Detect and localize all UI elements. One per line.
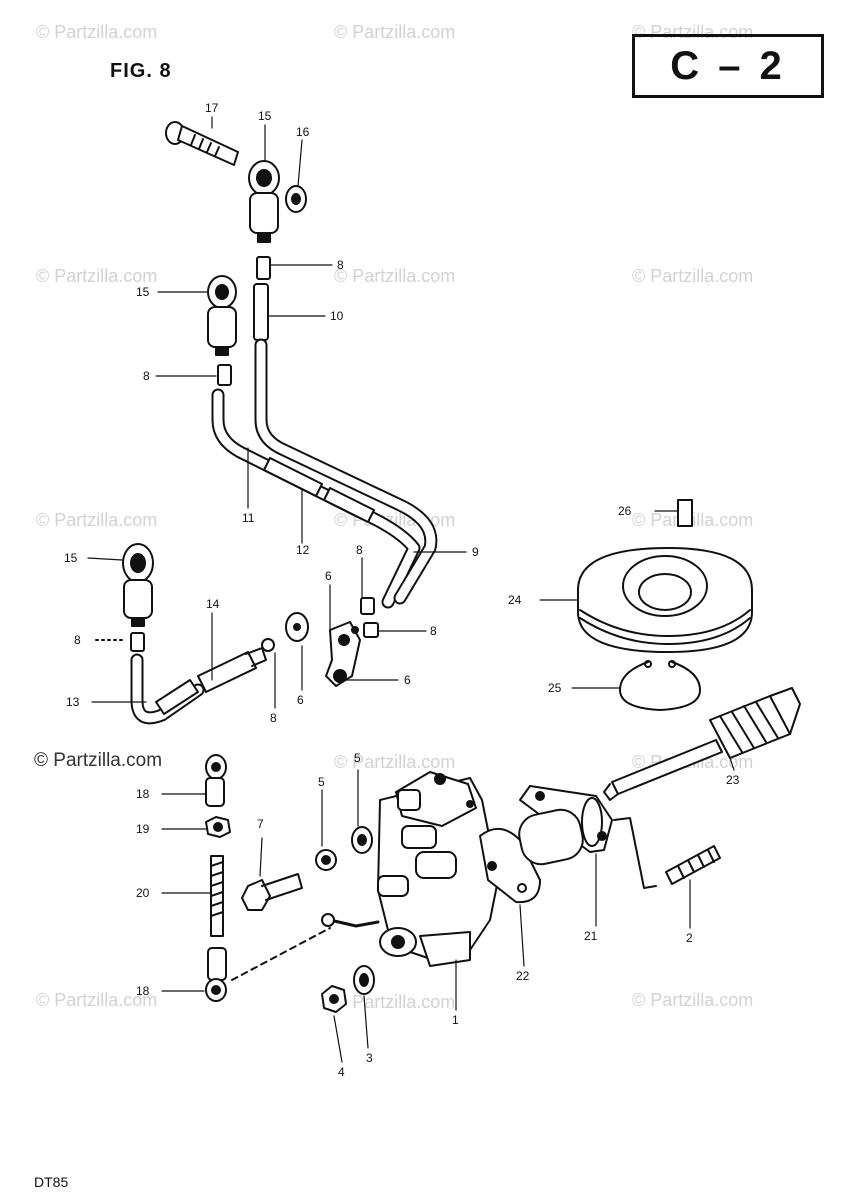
callout-15: 15 (64, 551, 78, 565)
clip-part (256, 256, 271, 280)
callout-13: 13 (66, 695, 80, 709)
callout-26: 26 (618, 504, 632, 518)
callout-18: 18 (136, 787, 150, 801)
clip-part (130, 632, 145, 652)
callout-24: 24 (508, 593, 522, 607)
callout-8: 8 (337, 258, 344, 272)
oil-hose-part (253, 283, 269, 341)
callout-15: 15 (258, 109, 272, 123)
callout-4: 4 (338, 1065, 345, 1079)
callout-20: 20 (136, 886, 150, 900)
washer-part (353, 965, 375, 995)
callout-8: 8 (356, 543, 363, 557)
watermark: © Partzilla.com (632, 266, 754, 286)
callout-8: 8 (430, 624, 437, 638)
link-rod-path (231, 927, 331, 981)
callout-5: 5 (318, 775, 325, 789)
key-part (677, 499, 693, 527)
callout-9: 9 (472, 545, 479, 559)
callout-19: 19 (136, 822, 150, 836)
bolt-part (241, 873, 303, 911)
model-label: DT85 (34, 1174, 69, 1190)
gasket-part (479, 828, 541, 904)
figure-code-box: C – 2 (632, 34, 824, 98)
hose-fitting-part (207, 275, 237, 356)
nut-part (205, 816, 231, 838)
callout-18: 18 (136, 984, 150, 998)
watermark: © Partzilla.com (36, 22, 158, 42)
oil-hose-part (211, 338, 438, 609)
callout-5: 5 (354, 751, 361, 765)
callout-7: 7 (257, 817, 264, 831)
bearing-housing-part (518, 785, 613, 866)
watermark: © Partzilla.com (334, 22, 456, 42)
callout-leader-lines (87, 116, 735, 1063)
grommet-part (577, 547, 753, 653)
callout-23: 23 (726, 773, 740, 787)
threaded-rod-part (210, 855, 224, 937)
callout-6: 6 (325, 569, 332, 583)
callout-16: 16 (296, 125, 310, 139)
callout-8: 8 (143, 369, 150, 383)
callout-22: 22 (516, 969, 530, 983)
clip-part (217, 364, 232, 386)
grommet-part (285, 612, 309, 642)
washer-part (285, 185, 307, 213)
callout-17: 17 (205, 101, 219, 115)
union-bolt-part (165, 121, 239, 166)
callout-15: 15 (136, 285, 150, 299)
watermark: © Partzilla.com (36, 990, 158, 1010)
callout-3: 3 (366, 1051, 373, 1065)
figure-label: FIG. 8 (110, 60, 172, 82)
callout-21: 21 (584, 929, 598, 943)
clip-part (360, 597, 375, 615)
watermark-main: © Partzilla.com (34, 750, 163, 771)
callout-14: 14 (206, 597, 220, 611)
nut-part (321, 985, 347, 1013)
callout-6: 6 (404, 673, 411, 687)
ball-joint-part (205, 947, 227, 1002)
stud-bolt-part (665, 845, 721, 885)
hose-fitting-part (248, 160, 280, 243)
callout-8: 8 (270, 711, 277, 725)
clip-part (363, 622, 379, 638)
drive-gear-part (603, 687, 801, 801)
hose-joint-part (325, 621, 361, 687)
watermark: © Partzilla.com (36, 510, 158, 530)
callout-25: 25 (548, 681, 562, 695)
watermark: © Partzilla.com (632, 990, 754, 1010)
callout-10: 10 (330, 309, 344, 323)
callout-8: 8 (74, 633, 81, 647)
watermark: © Partzilla.com (334, 752, 456, 772)
watermark: © Partzilla.com (36, 266, 158, 286)
watermark: © Partzilla.com (632, 22, 754, 42)
oil-hose-part (130, 647, 267, 725)
clip-part (261, 638, 275, 652)
hose-fitting-part (122, 543, 154, 627)
callout-11: 11 (242, 511, 255, 525)
callout-1: 1 (452, 1013, 459, 1027)
oil-pump-part (321, 771, 501, 967)
circlip-part (619, 660, 701, 711)
callout-2: 2 (686, 931, 693, 945)
watermark: © Partzilla.com (334, 266, 456, 286)
ball-joint-part (205, 754, 227, 807)
assembly-bracket-line (613, 817, 657, 889)
callout-6: 6 (297, 693, 304, 707)
callout-12: 12 (296, 543, 310, 557)
